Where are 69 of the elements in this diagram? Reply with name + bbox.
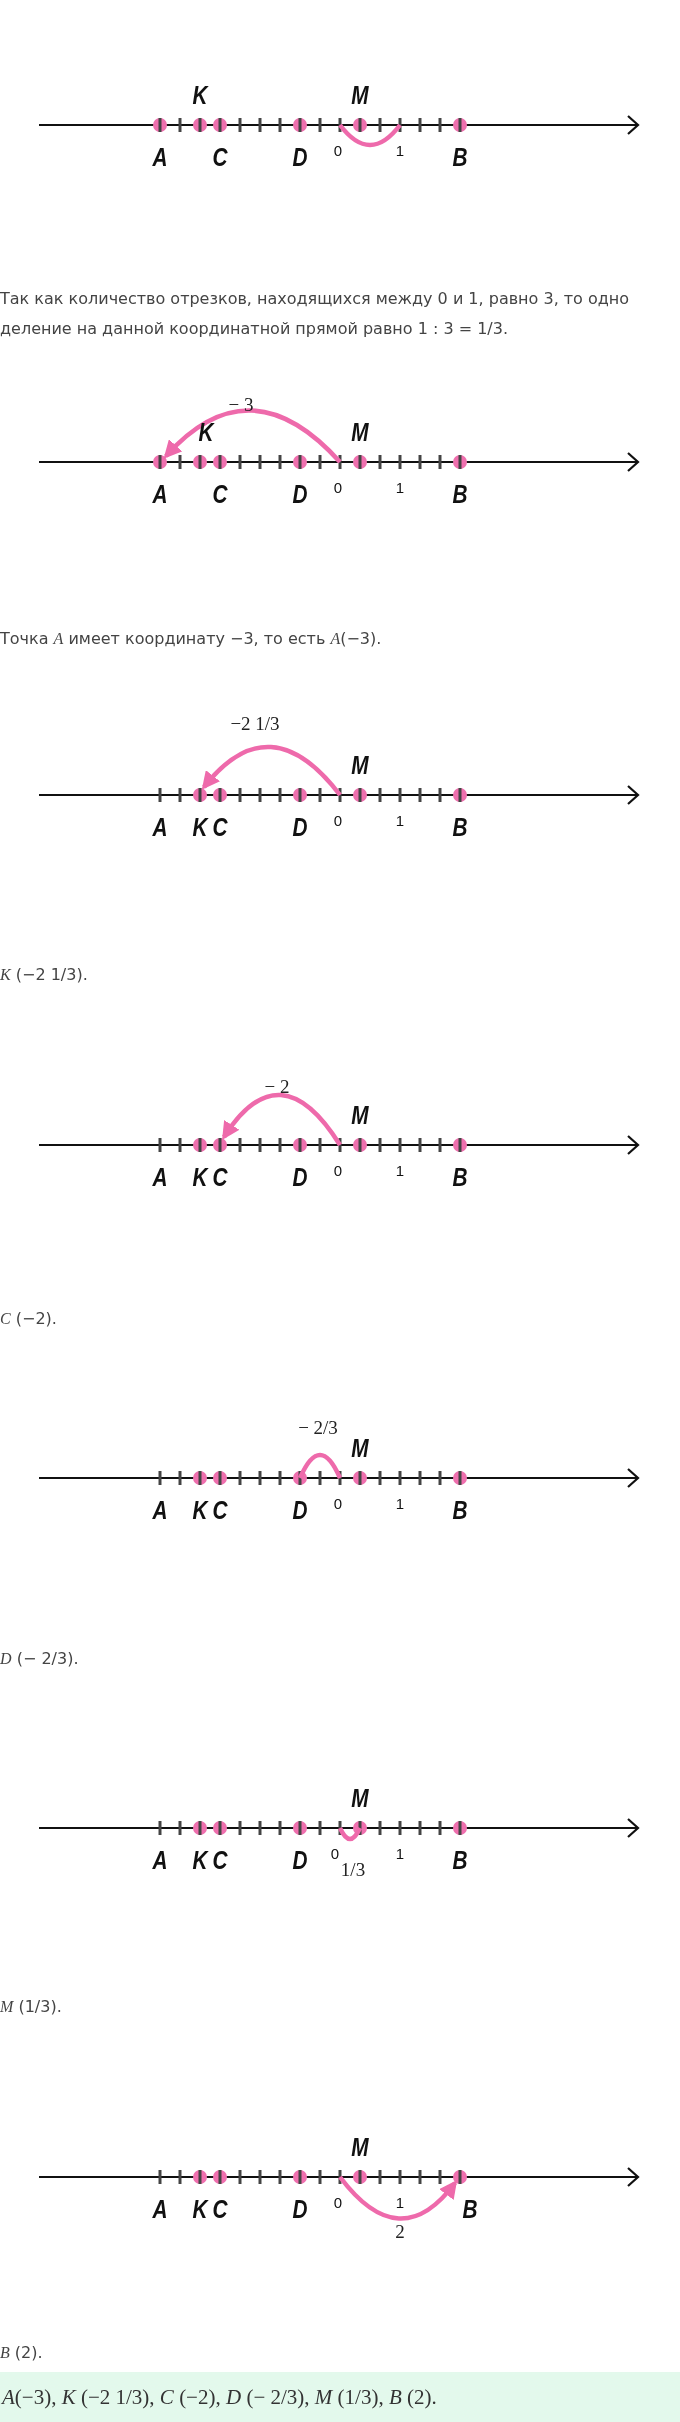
solution-text: M (1/3). (0, 1996, 63, 2018)
tick-label: 0 (333, 1162, 343, 1180)
point-label: C (212, 1162, 228, 1192)
tick-label: 0 (333, 2194, 343, 2212)
point-label: B (452, 1162, 468, 1192)
point-label: D (292, 479, 308, 509)
point-label: C (212, 479, 228, 509)
point-label: C (212, 1495, 228, 1525)
point-label: M (351, 1100, 369, 1130)
point-label: K (192, 80, 208, 110)
point-label: B (452, 1495, 468, 1525)
point-label: A (152, 2194, 168, 2224)
solution-text: K (−2 1/3). (0, 964, 89, 986)
tick-label: 0 (333, 142, 343, 160)
point-label: M (351, 2132, 369, 2162)
tick-label: 1 (395, 479, 405, 497)
point-label: C (212, 2194, 228, 2224)
point-label: M (351, 80, 369, 110)
tick-label: 1 (395, 812, 405, 830)
arc-label: 2 (395, 2221, 405, 2243)
arc-label: 1/3 (340, 1859, 366, 1881)
point-label: D (292, 2194, 308, 2224)
point-label: M (351, 1783, 369, 1813)
point-label: D (292, 1845, 308, 1875)
point-label: M (351, 1433, 369, 1463)
solution-text: Точка A имеет координату −3, то есть A(−3). (0, 628, 383, 650)
solution-text: D (− 2/3). (0, 1648, 80, 1670)
point-label: K (198, 417, 214, 447)
solution-text: C (−2). (0, 1308, 58, 1330)
point-label: A (152, 479, 168, 509)
point-label: D (292, 142, 308, 172)
tick-label: 1 (395, 1495, 405, 1513)
tick-label: 1 (395, 2194, 405, 2212)
point-label: B (452, 142, 468, 172)
tick-label: 0 (333, 479, 343, 497)
point-label: K (192, 1845, 208, 1875)
point-label: M (351, 750, 369, 780)
point-label: C (212, 1845, 228, 1875)
arc-label: −2 1/3 (230, 713, 280, 735)
tick-label: 0 (333, 1495, 343, 1513)
tick-label: 1 (395, 1162, 405, 1180)
point-label: B (452, 1845, 468, 1875)
point-label: K (192, 1162, 208, 1192)
point-label: C (212, 142, 228, 172)
arc-label: − 2/3 (298, 1417, 338, 1439)
arc-label: − 2 (264, 1076, 290, 1098)
point-label: B (462, 2194, 478, 2224)
tick-label: 1 (395, 1845, 405, 1863)
point-label: A (152, 142, 168, 172)
point-label: A (152, 1162, 168, 1192)
point-label: A (152, 812, 168, 842)
point-label: C (212, 812, 228, 842)
tick-label: 1 (395, 142, 405, 160)
point-label: D (292, 812, 308, 842)
point-label: B (452, 812, 468, 842)
point-label: D (292, 1495, 308, 1525)
point-label: B (452, 479, 468, 509)
answer-text: A(−3), K (−2 1/3), C (−2), D (− 2/3), M (1/3), B (2). (2, 2384, 437, 2410)
point-label: M (351, 417, 369, 447)
solution-text: Так как количество отрезков, находящихся между 0 и 1, равно 3, то одно деление на данной координатной прямой равно 1 : 3 = 1/3. (0, 288, 631, 341)
point-label: K (192, 812, 208, 842)
point-label: A (152, 1495, 168, 1525)
tick-label: 0 (330, 1845, 340, 1863)
solution-text: B (2). (0, 2342, 44, 2364)
point-label: D (292, 1162, 308, 1192)
point-label: K (192, 2194, 208, 2224)
point-label: K (192, 1495, 208, 1525)
point-label: A (152, 1845, 168, 1875)
tick-label: 0 (333, 812, 343, 830)
